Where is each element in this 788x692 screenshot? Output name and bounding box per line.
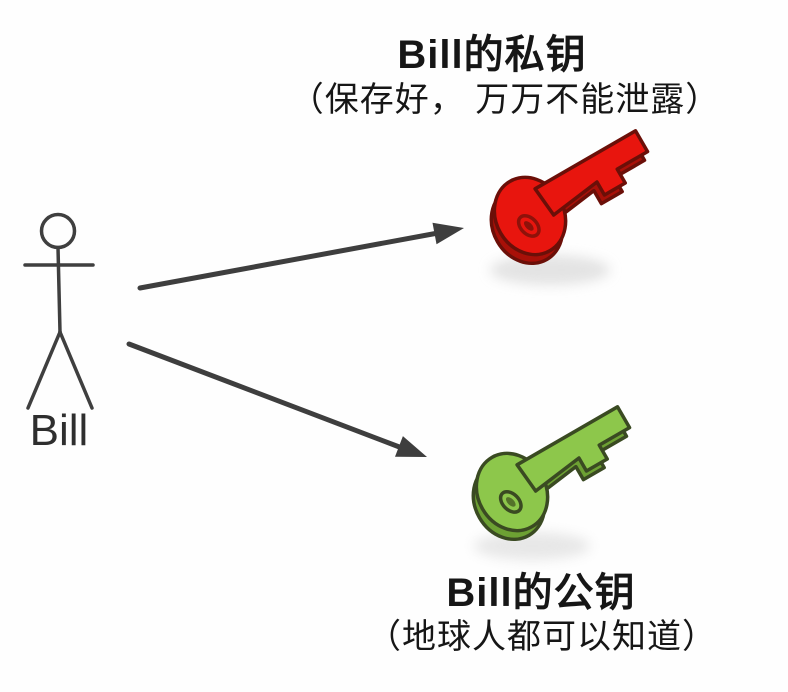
key-shadow: [474, 532, 590, 560]
actor-body: [56, 245, 62, 334]
public-key-note: （地球人都可以知道）: [367, 618, 717, 656]
arrowhead-icon: [432, 222, 464, 245]
keyhole: [516, 213, 541, 238]
public-key-title: Bill的公钥: [446, 571, 636, 615]
private-key-icon: [489, 129, 650, 285]
actor-right-leg: [58, 330, 94, 410]
keyhole: [498, 489, 523, 514]
actor-label: Bill: [29, 406, 89, 455]
arrow-to-private-key: [137, 222, 464, 291]
private-key-title: Bill的私钥: [397, 33, 587, 77]
private-key-note: （保存好， 万万不能泄露）: [289, 81, 721, 119]
arrow-to-public-key: [126, 341, 427, 457]
key-shadow: [490, 255, 610, 285]
arrowhead-icon: [395, 436, 427, 457]
actor-stick-figure-icon: [23, 212, 95, 410]
public-key-icon: [471, 405, 632, 560]
actor-left-leg: [26, 330, 62, 410]
